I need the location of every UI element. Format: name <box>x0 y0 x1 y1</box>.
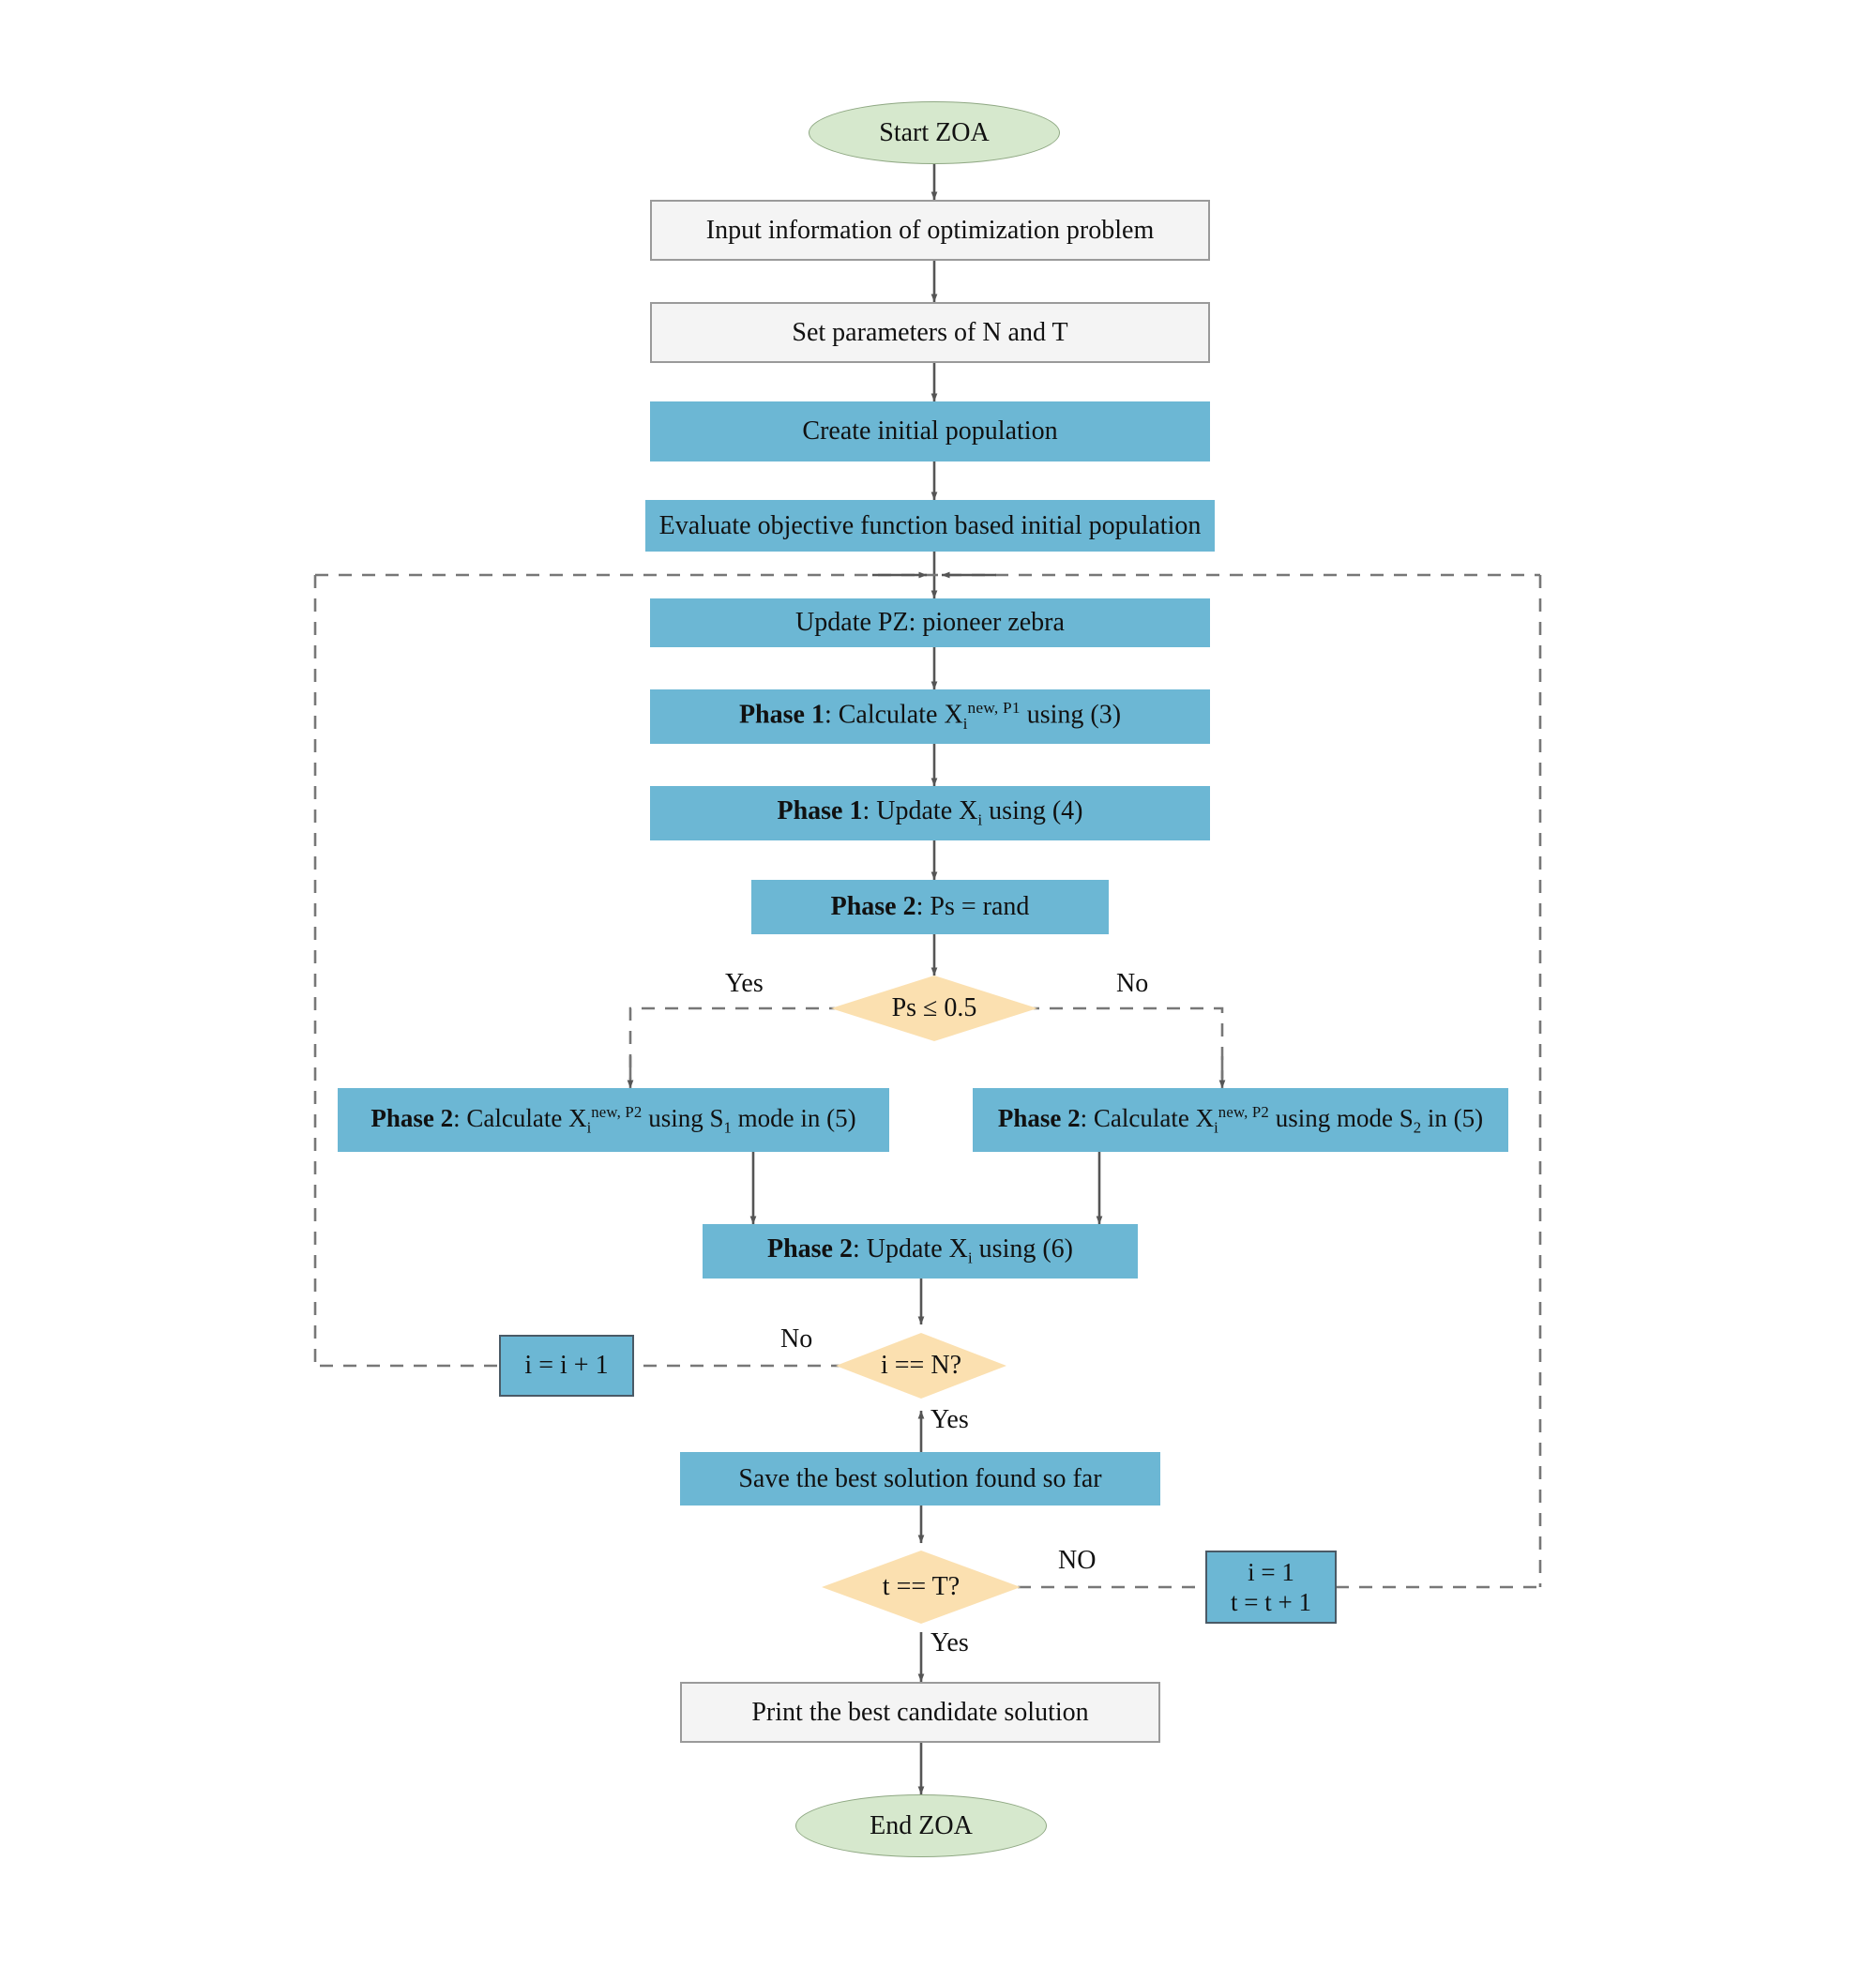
phase2-s1-sub2: 1 <box>723 1118 732 1137</box>
edge-label-i-no: No <box>780 1324 812 1354</box>
phase2-update-prefix: Phase 2 <box>766 1234 853 1264</box>
node-reset-counters-line2: t = t + 1 <box>1231 1588 1311 1616</box>
node-phase2-calculate-s2-label: Phase 2: Calculate Xinew, P2 using mode … <box>998 1103 1483 1137</box>
edge-label-t-yes-text: Yes <box>930 1628 969 1657</box>
node-phase1-update-label: Phase 1: Update Xi using (4) <box>777 795 1082 830</box>
diamond-shape-i <box>836 1333 1006 1399</box>
edge-label-ps-no: No <box>1116 969 1148 999</box>
phase2-update-suffix: using (6) <box>972 1234 1073 1264</box>
phase2-s2-prefix: Phase 2 <box>997 1103 1081 1132</box>
phase2-s2-suffix: in (5) <box>1421 1103 1484 1132</box>
node-save-best-solution[interactable]: Save the best solution found so far <box>680 1452 1160 1506</box>
edge-label-t-no-text: NO <box>1058 1546 1097 1575</box>
node-reset-counters[interactable]: i = 1 t = t + 1 <box>1205 1551 1337 1624</box>
phase2-update-sub: i <box>967 1249 973 1268</box>
phase2-s1-prefix: Phase 2 <box>371 1103 454 1132</box>
node-phase2-update[interactable]: Phase 2: Update Xi using (6) <box>703 1224 1138 1279</box>
edge-label-i-yes-text: Yes <box>930 1405 969 1434</box>
phase1-update-prefix: Phase 1 <box>777 796 863 826</box>
phase1-update-suffix: using (4) <box>982 796 1083 826</box>
edge-label-t-no: NO <box>1058 1546 1096 1576</box>
node-input-information[interactable]: Input information of optimization proble… <box>650 200 1210 261</box>
phase2-s1-suffix: mode in (5) <box>731 1103 856 1132</box>
phase1-calculate-sub: i <box>962 715 968 734</box>
node-input-information-label: Input information of optimization proble… <box>705 215 1155 245</box>
node-increment-i[interactable]: i = i + 1 <box>499 1335 634 1397</box>
node-decision-t-label: t == T? <box>882 1572 961 1602</box>
phase1-calculate-sep: : Calculate X <box>824 700 963 730</box>
phase2-s1-mid: using S <box>642 1103 724 1132</box>
phase1-update-sub: i <box>977 811 983 830</box>
node-print-best-candidate-label: Print the best candidate solution <box>751 1697 1089 1727</box>
node-decision-i-label: i == N? <box>880 1351 961 1381</box>
node-phase2-ps-rand-label: Phase 2: Ps = rand <box>831 891 1030 922</box>
node-set-parameters[interactable]: Set parameters of N and T <box>650 302 1210 363</box>
phase2-s1-sep: : Calculate X <box>453 1103 587 1132</box>
node-create-initial-population-label: Create initial population <box>802 416 1058 446</box>
phase2-s2-mid: using mode S <box>1268 1103 1414 1132</box>
edge-label-ps-yes: Yes <box>725 969 764 999</box>
phase2-rand-prefix: Phase 2 <box>830 892 916 922</box>
node-phase2-ps-rand[interactable]: Phase 2: Ps = rand <box>751 880 1109 934</box>
node-evaluate-objective-function-label: Evaluate objective function based initia… <box>658 510 1202 540</box>
node-phase1-update[interactable]: Phase 1: Update Xi using (4) <box>650 786 1210 840</box>
node-increment-i-label: i = i + 1 <box>524 1351 609 1381</box>
edge-label-ps-yes-text: Yes <box>725 969 764 998</box>
phase2-update-sep: : Update X <box>852 1234 968 1264</box>
edge-label-i-no-text: No <box>780 1324 813 1354</box>
node-phase1-calculate[interactable]: Phase 1: Calculate Xinew, P1 using (3) <box>650 689 1210 744</box>
phase1-update-sep: : Update X <box>862 796 978 826</box>
phase2-s2-sep: : Calculate X <box>1080 1103 1215 1132</box>
phase2-s1-sup: new, P2 <box>591 1102 643 1121</box>
node-decision-t-equals-t[interactable]: t == T? <box>822 1551 1021 1624</box>
phase1-calculate-sup: new, P1 <box>967 699 1021 718</box>
node-phase2-calculate-s1-label: Phase 2: Calculate Xinew, P2 using S1 mo… <box>371 1103 855 1137</box>
phase2-s2-sub: i <box>1214 1118 1218 1137</box>
node-end[interactable]: End ZOA <box>795 1794 1047 1857</box>
node-print-best-candidate[interactable]: Print the best candidate solution <box>680 1682 1160 1743</box>
node-save-best-solution-label: Save the best solution found so far <box>738 1463 1102 1493</box>
node-create-initial-population[interactable]: Create initial population <box>650 401 1210 461</box>
edge-label-t-yes: Yes <box>930 1628 969 1658</box>
phase2-s2-sup: new, P2 <box>1218 1102 1269 1121</box>
diamond-shape-t <box>822 1551 1021 1624</box>
node-reset-counters-line1: i = 1 <box>1248 1557 1294 1586</box>
phase1-calculate-suffix: using (3) <box>1020 700 1122 730</box>
node-decision-ps[interactable]: Ps ≤ 0.5 <box>831 976 1037 1041</box>
node-decision-i-equals-n[interactable]: i == N? <box>836 1333 1006 1399</box>
edge-label-i-yes: Yes <box>930 1405 969 1435</box>
diamond-shape-ps <box>831 976 1037 1041</box>
node-phase2-calculate-s1[interactable]: Phase 2: Calculate Xinew, P2 using S1 mo… <box>338 1088 889 1152</box>
phase2-s1-sub: i <box>586 1118 592 1137</box>
node-update-pioneer-zebra-label: Update PZ: pioneer zebra <box>795 608 1065 638</box>
node-start-label: Start ZOA <box>879 117 990 147</box>
node-evaluate-objective-function[interactable]: Evaluate objective function based initia… <box>645 500 1215 552</box>
node-phase1-calculate-label: Phase 1: Calculate Xinew, P1 using (3) <box>739 699 1121 734</box>
node-end-label: End ZOA <box>870 1810 973 1840</box>
phase2-rand-sep: : Ps = rand <box>915 892 1030 922</box>
node-update-pioneer-zebra[interactable]: Update PZ: pioneer zebra <box>650 598 1210 647</box>
node-decision-ps-label: Ps ≤ 0.5 <box>891 993 977 1023</box>
phase1-calculate-prefix: Phase 1 <box>738 700 825 730</box>
node-set-parameters-label: Set parameters of N and T <box>792 317 1068 347</box>
edge-label-ps-no-text: No <box>1116 969 1149 998</box>
phase2-s2-sub2: 2 <box>1413 1118 1422 1137</box>
node-phase2-update-label: Phase 2: Update Xi using (6) <box>767 1233 1073 1268</box>
node-start[interactable]: Start ZOA <box>809 101 1060 164</box>
node-phase2-calculate-s2[interactable]: Phase 2: Calculate Xinew, P2 using mode … <box>973 1088 1508 1152</box>
